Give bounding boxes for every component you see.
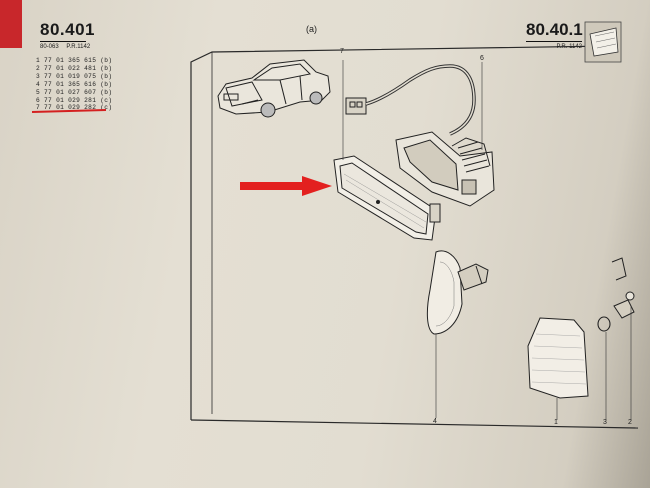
right-page-number: 80.40.1 — [526, 20, 583, 39]
parts-row: 1 77 01 365 615 (b) — [36, 57, 113, 64]
callout-1: 1 — [554, 419, 558, 426]
parts-row: 4 77 01 365 616 (b) — [36, 80, 113, 88]
side-lens-part-7 — [333, 155, 441, 241]
side-repeater-part-4 — [426, 250, 489, 335]
callout-4: 4 — [433, 418, 437, 425]
callout-2: 2 — [628, 419, 632, 426]
right-header-rule — [526, 41, 582, 42]
lamp-housing-part-6 — [395, 131, 495, 207]
left-page-number: 80.401 — [40, 20, 95, 39]
left-sub-pr: P.R.1142 — [66, 44, 91, 50]
callout-7: 7 — [340, 48, 344, 55]
red-page-tab — [0, 0, 22, 48]
figure-variant-letter: (a) — [306, 24, 317, 34]
parts-row: 3 77 01 019 075 (b) — [36, 72, 113, 80]
callout-3: 3 — [603, 419, 607, 426]
left-header-sub: 80-063 P.R.1142 — [40, 44, 96, 50]
parts-list: 1 77 01 365 615 (b) 2 77 01 022 481 (b) … — [36, 57, 112, 112]
diagram-frame-left-top — [190, 45, 611, 420]
connector-plug — [345, 64, 476, 136]
corner-lamp-part-1 — [527, 317, 589, 399]
gasket-part-3 — [597, 316, 611, 332]
parts-row: 2 77 01 022 481 (b) — [36, 64, 113, 72]
car-illustration — [217, 59, 331, 118]
left-page-header: 80.401 80-063 P.R.1142 — [40, 20, 96, 50]
left-header-rule — [40, 41, 86, 42]
callout-leader-lines — [342, 60, 632, 420]
lamp-thumbnail-icon — [584, 21, 622, 63]
callout-6: 6 — [480, 55, 484, 62]
parts-row: 5 77 01 027 607 (b) — [36, 88, 113, 96]
left-sub-code: 80-063 — [40, 44, 59, 50]
bulb-socket-part-2 — [611, 257, 635, 319]
diagram-frame-bottom — [190, 419, 639, 429]
parts-row: 6 77 01 029 281 (c) — [36, 96, 113, 104]
red-pointer-arrow — [240, 176, 332, 196]
parts-row-highlighted: 7 77 01 029 282 (c) — [36, 104, 113, 112]
